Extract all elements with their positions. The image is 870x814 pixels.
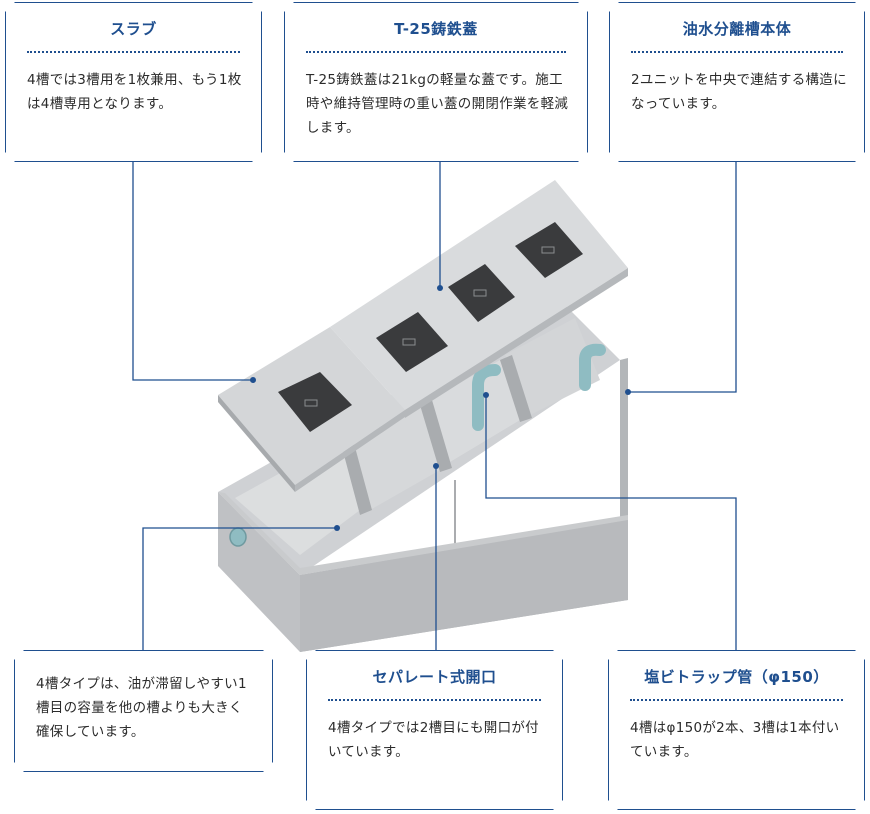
cover-handle	[402, 338, 416, 346]
callout-pvc-trap-pipe: 塩ビトラップ管（φ150） 4槽はφ150が2本、3槽は1本付いています。	[608, 650, 865, 810]
callout-title: 油水分離槽本体	[682, 20, 792, 38]
callout-frame	[14, 650, 273, 772]
callout-slab: スラブ 4槽では3槽用を1枚兼用、もう1枚は4槽専用となります。	[5, 2, 262, 162]
slab-left-edge	[295, 410, 405, 492]
callout-body: 4槽タイプは、油が滞留しやすい1槽目の容量を他の槽よりも大きく確保しています。	[36, 676, 247, 740]
callout-frame	[5, 2, 262, 162]
leader-slab	[132, 162, 253, 381]
leader-lines	[132, 162, 737, 650]
cast-iron-cover-4	[515, 222, 583, 278]
cover-handle	[473, 289, 487, 297]
cover-handle	[541, 246, 555, 254]
partition-wall	[420, 400, 452, 472]
tank-compartment-2	[350, 405, 440, 510]
callout-separate-opening: セパレート式開口 4槽タイプでは2槽目にも開口が付いています。	[306, 650, 563, 810]
tank-rim	[218, 492, 628, 575]
callout-frame	[608, 650, 865, 810]
callout-body: 4槽では3槽用を1枚兼用、もう1枚は4槽専用となります。	[27, 72, 242, 112]
callout-frame	[609, 2, 865, 162]
leader-dot	[334, 525, 340, 531]
tank-compartment-4	[505, 318, 600, 415]
dotted-divider	[631, 51, 843, 53]
leader-capacity	[142, 527, 337, 650]
callout-body: T-25鋳鉄蓋は21kgの軽量な蓋です。施工時や維持管理時の重い蓋の開閉作業を軽…	[306, 72, 569, 136]
leader-dot	[437, 285, 443, 291]
pvc-trap-pipe-1	[472, 364, 501, 431]
leader-body	[628, 162, 737, 393]
cast-iron-cover-2	[376, 312, 448, 372]
callout-title: 塩ビトラップ管（φ150）	[644, 668, 829, 686]
callout-cast-iron-cover: T-25鋳鉄蓋 T-25鋳鉄蓋は21kgの軽量な蓋です。施工時や維持管理時の重い…	[284, 2, 588, 162]
callout-body: 2ユニットを中央で連結する構造になっています。	[631, 72, 847, 112]
callout-capacity: 4槽タイプは、油が滞留しやすい1槽目の容量を他の槽よりも大きく確保しています。	[14, 650, 273, 772]
tank-long-side	[300, 520, 628, 652]
dotted-divider	[328, 699, 541, 701]
callout-title: T-25鋳鉄蓋	[394, 20, 478, 38]
callout-title: セパレート式開口	[372, 668, 497, 686]
slab-right-edge	[405, 268, 628, 418]
dotted-divider	[27, 51, 240, 53]
callout-frame	[306, 650, 563, 810]
cover-handle	[304, 399, 318, 407]
leader-dot	[625, 389, 631, 395]
dotted-divider	[306, 51, 566, 53]
leader-dot	[433, 463, 439, 469]
cast-iron-cover-1	[278, 372, 352, 432]
inlet-pipe	[229, 527, 247, 547]
callout-tank-body: 油水分離槽本体 2ユニットを中央で連結する構造になっています。	[609, 2, 865, 162]
dotted-divider	[630, 699, 843, 701]
slab-left-edge	[218, 395, 295, 492]
callout-body: 4槽タイプでは2槽目にも開口が付いています。	[328, 720, 539, 760]
callout-title: スラブ	[110, 20, 157, 38]
callout-body: 4槽はφ150が2本、3槽は1本付いています。	[630, 720, 840, 760]
cast-iron-cover-3	[448, 264, 515, 322]
leader-dots	[250, 285, 631, 531]
pvc-trap-pipe-2	[579, 343, 606, 391]
leader-dot	[250, 377, 256, 383]
leader-dot	[483, 392, 489, 398]
partition-wall	[500, 355, 532, 422]
callout-frame	[284, 2, 588, 162]
leader-pipe	[485, 395, 737, 650]
